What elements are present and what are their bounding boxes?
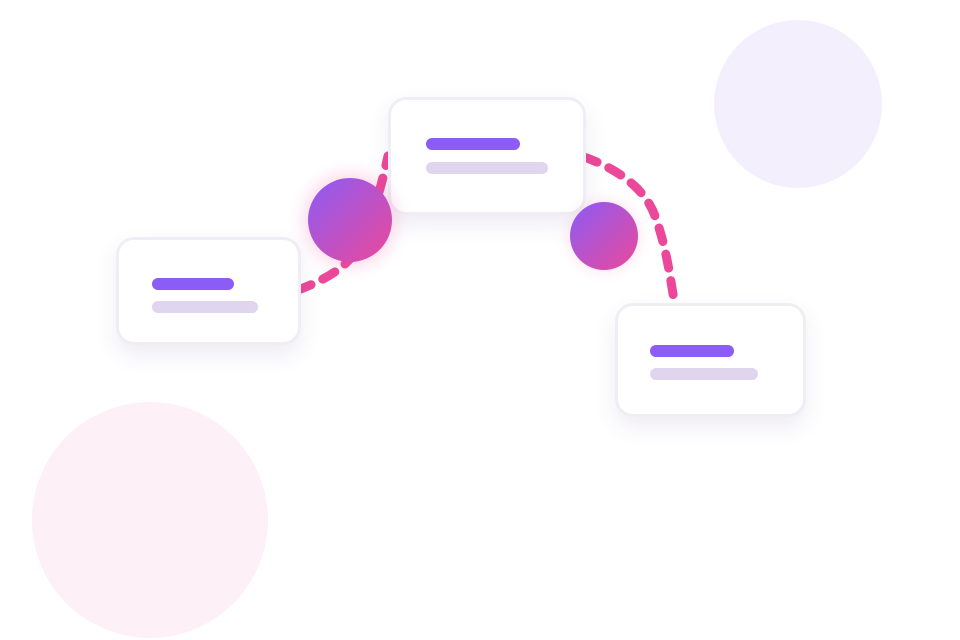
- card-2-subtitle-bar: [426, 162, 548, 174]
- card-1[interactable]: [116, 237, 301, 345]
- card-3[interactable]: [615, 303, 806, 417]
- gradient-circle-icon[interactable]: [570, 202, 638, 270]
- decorative-pink-circle: [32, 402, 268, 638]
- connector-card-2-to-card-3: [579, 152, 679, 305]
- card-2-title-bar: [426, 138, 520, 150]
- card-2[interactable]: [388, 97, 586, 215]
- card-3-title-bar: [650, 345, 734, 357]
- gradient-circle-icon[interactable]: [308, 178, 392, 262]
- decorative-purple-circle: [714, 20, 882, 188]
- card-3-subtitle-bar: [650, 368, 758, 380]
- card-1-title-bar: [152, 278, 234, 290]
- card-1-subtitle-bar: [152, 301, 258, 313]
